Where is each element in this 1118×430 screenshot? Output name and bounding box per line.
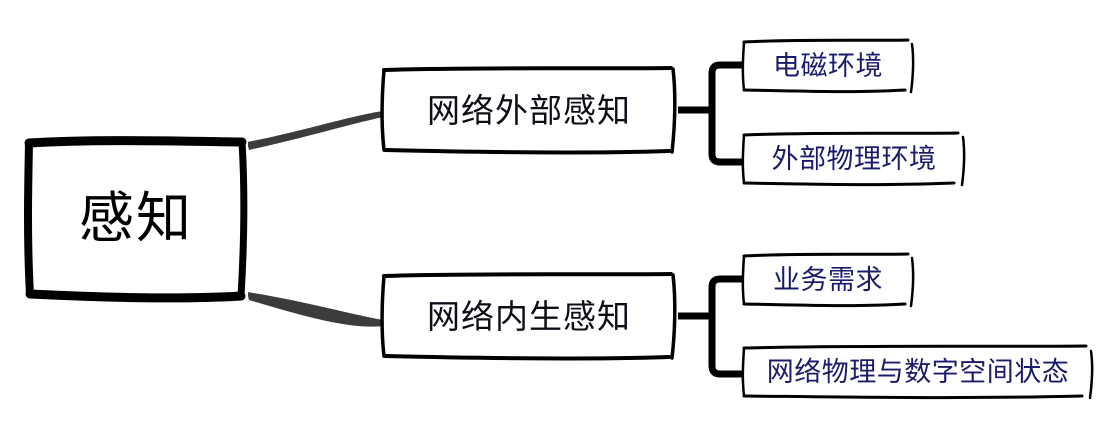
mindmap-node-electromagnetic-environment[interactable]: 电磁环境 — [741, 38, 915, 94]
connector-root-to-internal — [247, 292, 383, 327]
mindmap-node-network-external-perception[interactable]: 网络外部感知 — [380, 66, 677, 155]
bracket-internal — [678, 275, 745, 378]
node-fill — [742, 39, 914, 93]
node-label: 网络物理与数字空间状态 — [766, 356, 1070, 387]
bracket-external — [678, 61, 745, 166]
connector-root-to-external — [247, 111, 383, 150]
node-label: 网络内生感知 — [427, 297, 631, 335]
mindmap-node-network-endogenous-perception[interactable]: 网络内生感知 — [380, 272, 677, 361]
node-sketch-border — [24, 136, 248, 303]
node-label: 网络外部感知 — [427, 91, 631, 129]
node-fill — [742, 132, 966, 186]
node-sketch-border — [380, 272, 677, 361]
node-fill — [24, 136, 248, 300]
node-label: 电磁环境 — [773, 50, 883, 81]
node-label: 外部物理环境 — [771, 143, 937, 174]
node-fill — [742, 345, 1094, 399]
mindmap-node-root[interactable]: 感知 — [24, 136, 248, 303]
node-sketch-border — [380, 66, 677, 155]
node-label: 感知 — [78, 186, 193, 249]
mindmap-node-network-physical-digital-space-state[interactable]: 网络物理与数字空间状态 — [741, 344, 1094, 400]
node-label: 业务需求 — [773, 264, 883, 295]
mindmap-node-external-physical-environment[interactable]: 外部物理环境 — [741, 131, 966, 187]
node-fill — [381, 272, 677, 360]
node-fill — [381, 66, 677, 154]
mindmap-node-business-requirements[interactable]: 业务需求 — [741, 252, 915, 308]
node-fill — [742, 253, 914, 307]
